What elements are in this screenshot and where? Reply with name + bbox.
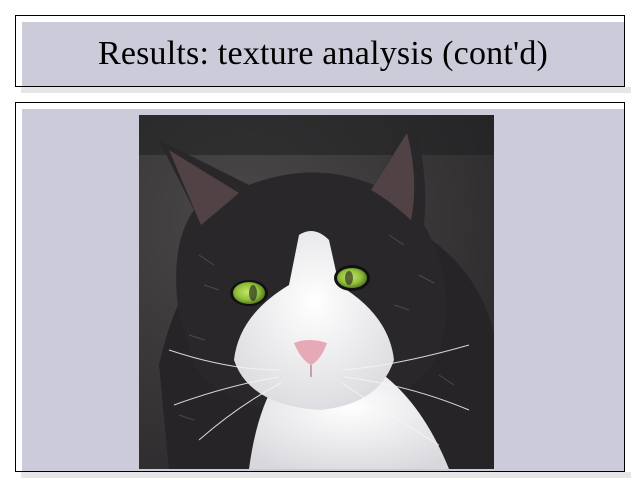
content-panel (22, 109, 624, 471)
title-shadow (21, 87, 631, 93)
title-bar: Results: texture analysis (cont'd) (15, 15, 625, 87)
content-frame (15, 102, 625, 472)
title-panel: Results: texture analysis (cont'd) (22, 22, 624, 86)
slide-title: Results: texture analysis (cont'd) (97, 35, 549, 72)
content-shadow (21, 472, 631, 478)
cat-photo (139, 115, 494, 469)
cat-photo-icon (139, 115, 494, 469)
